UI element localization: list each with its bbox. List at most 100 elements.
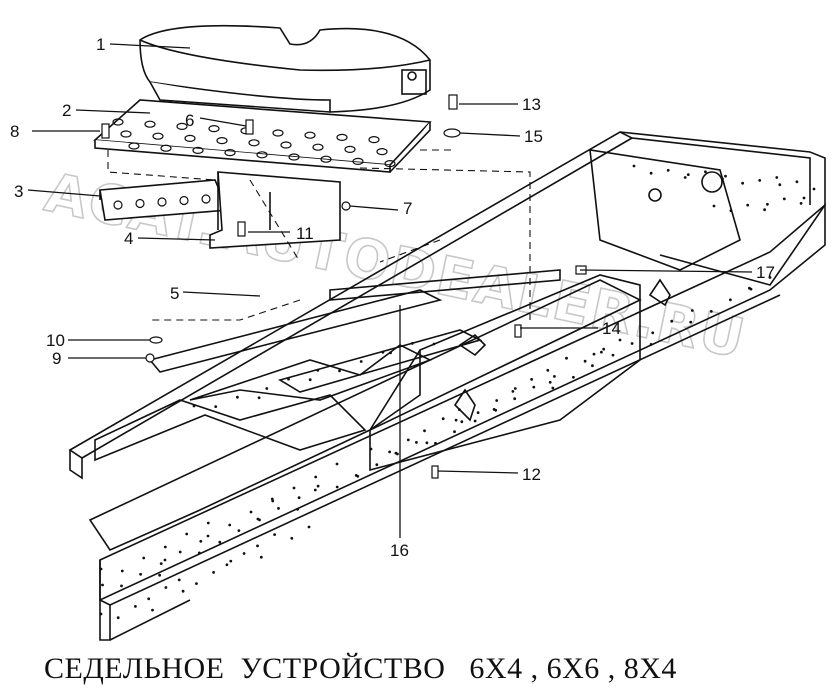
rivet-dot (218, 540, 222, 544)
rivet-dot (812, 187, 816, 191)
bracket-bolt (201, 194, 211, 204)
rivet-dot (256, 544, 259, 548)
rivet-dot (197, 551, 201, 555)
plate-bolt (128, 142, 140, 150)
rivet-dot (600, 350, 603, 354)
leader-lines (27, 43, 753, 538)
plate-bolt (184, 134, 196, 142)
rivet-dot (159, 562, 163, 565)
rivet-dot (181, 589, 185, 593)
callout-9: 9 (52, 349, 61, 368)
rivet-dot (99, 612, 103, 616)
callout-5: 5 (170, 284, 179, 303)
rivet-dot (651, 331, 655, 335)
callout-7: 7 (403, 199, 412, 218)
rivet-dot (192, 404, 196, 408)
plate-bolt (280, 141, 292, 149)
plate-bolt (160, 144, 172, 152)
rivet-dot (649, 171, 653, 175)
rivet-dot (164, 586, 168, 589)
rivet-dot (296, 507, 299, 511)
rivet-dot (686, 173, 690, 177)
rivet-dot (316, 484, 320, 488)
plate-bolt (272, 129, 284, 137)
rivet-dot (583, 359, 587, 363)
rivet-dot (741, 181, 744, 185)
rivet-dot (316, 368, 320, 372)
rivet-dot (572, 375, 575, 379)
rivet-dot (666, 168, 670, 172)
callout-8: 8 (10, 122, 19, 141)
rivet-dot (768, 276, 772, 279)
plate-bolt (344, 145, 356, 153)
rivet-dot (410, 342, 414, 345)
rivet-dot (307, 525, 311, 529)
rivet-dot (206, 534, 210, 538)
rivet-dot (670, 319, 674, 323)
plate-bolt (368, 136, 380, 144)
rivet-dot (546, 368, 550, 372)
rivet-dot (229, 559, 233, 563)
callout-1: 1 (96, 35, 105, 54)
plate-bolt (224, 149, 236, 157)
rivet-dot (314, 475, 318, 479)
rivet-dot (369, 447, 373, 451)
rivet-dot (359, 360, 363, 363)
bracket-bolt (157, 197, 167, 207)
plate-bolt (216, 137, 228, 145)
rivet-dot (683, 176, 687, 179)
rivet-dot (177, 578, 181, 582)
rivet-dot (178, 550, 182, 554)
rivet-dot (795, 180, 799, 184)
rivet-dot (551, 386, 555, 390)
rivet-dot (778, 183, 782, 187)
rivet-dot (338, 369, 341, 373)
rivet-dot (292, 486, 296, 490)
rivet-dot (142, 556, 146, 560)
plate-bolt (352, 157, 364, 165)
rivet-dot (565, 356, 568, 360)
rivet-dot (775, 176, 779, 179)
rivet-dot (236, 395, 239, 399)
frame-rivets (99, 164, 816, 620)
rivet-dot (259, 555, 263, 559)
rivet-dot (689, 320, 693, 324)
diagram-caption: СЕДЕЛЬНОЕ УСТРОЙСТВО 6X4 , 6X6 , 8X4 (44, 652, 677, 685)
rivet-dot (763, 208, 766, 212)
rivet-dot (249, 510, 253, 514)
plate-bolt (112, 118, 124, 126)
rivet-dot (532, 385, 536, 389)
rivet-dot (237, 529, 241, 532)
callout-2: 2 (62, 101, 71, 120)
rivet-dot (308, 378, 312, 382)
rivet-dot (511, 390, 515, 393)
rivet-dot (441, 417, 445, 421)
rivet-dot (277, 507, 280, 510)
rivet-dot (782, 197, 786, 201)
rivet-dot (425, 441, 429, 445)
rivet-dot (297, 496, 301, 500)
rivet-dot (214, 405, 218, 408)
rivet-dot (704, 170, 707, 174)
rivet-dot (495, 399, 499, 402)
rivet-dot (591, 364, 594, 368)
callout-3: 3 (14, 182, 23, 201)
rivet-dot (802, 196, 806, 200)
rivet-dot (335, 485, 339, 489)
rivet-dot (513, 387, 517, 390)
callout-13: 13 (522, 95, 541, 114)
rivet-dot (120, 584, 123, 588)
rivet-dot (766, 202, 769, 206)
rivet-dot (473, 419, 477, 423)
rivet-dot (618, 338, 622, 342)
plate-bolt (192, 146, 204, 154)
rivet-dot (530, 378, 533, 381)
rivet-dot (271, 499, 275, 503)
plate-bolt (304, 131, 316, 139)
callout-17: 17 (756, 263, 775, 282)
rivet-dot (313, 488, 317, 492)
rivet-dot (265, 387, 269, 390)
rivet-dot (335, 462, 339, 466)
fifth-wheel-plate (139, 24, 431, 113)
